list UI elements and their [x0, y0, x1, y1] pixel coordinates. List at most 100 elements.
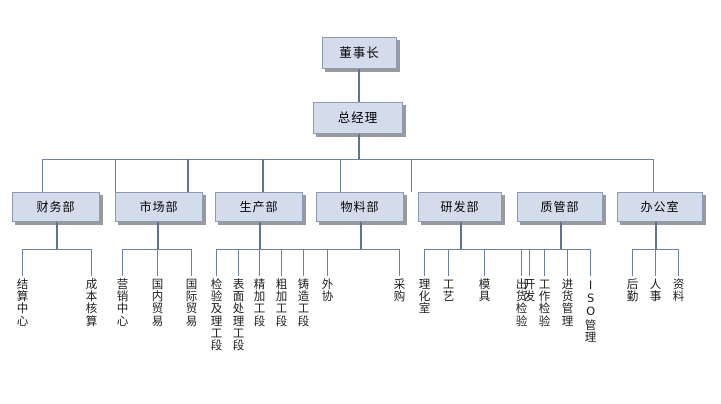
connector-bus-to-finance — [42, 159, 43, 192]
bus-quality-children — [521, 249, 591, 250]
leaf-label-char: 资 — [672, 277, 685, 291]
leaf-label-char: 段 — [210, 337, 223, 352]
node-department-market[interactable]: 市场部 — [115, 192, 203, 222]
connector-market-child-1 — [122, 249, 123, 276]
node-department-material-label: 物料部 — [340, 200, 380, 214]
leaf-casting-section[interactable]: 铸造工段 — [297, 278, 310, 327]
leaf-purchasing[interactable]: 采购 — [393, 278, 406, 303]
leaf-incoming-material-control[interactable]: 进货管理 — [561, 278, 574, 327]
connector-rnd-child-1 — [424, 249, 425, 276]
connector-production-child-2 — [238, 249, 239, 276]
connector-bus-to-market — [115, 159, 116, 192]
leaf-label-char: 艺 — [442, 289, 455, 304]
connector-bus-to-rnd — [340, 159, 341, 192]
node-department-rnd-label: 研发部 — [440, 200, 480, 214]
connector-market-child-2 — [157, 249, 158, 276]
node-department-office[interactable]: 办公室 — [617, 192, 703, 222]
leaf-development[interactable]: 开发 — [523, 278, 536, 304]
leaf-label-char: 内 — [151, 289, 164, 304]
leaf-label-char: 精 — [253, 277, 266, 291]
leaf-label-char: 理 — [561, 313, 574, 328]
leaf-label-char: 粗 — [275, 277, 288, 291]
leaf-label-char: 工 — [253, 301, 266, 316]
leaf-label-char: 铸 — [297, 277, 310, 291]
leaf-label-char: 段 — [253, 313, 266, 328]
leaf-label-char: 中 — [16, 301, 29, 316]
leaf-label-char: 及 — [210, 301, 223, 316]
leaf-in-process-inspection[interactable]: 工作检验 — [538, 278, 551, 327]
connector-office-drop — [655, 222, 657, 250]
node-chairman-label: 董事长 — [339, 44, 380, 60]
leaf-label-char: 心 — [16, 313, 29, 328]
leaf-label-char: 面 — [232, 289, 245, 304]
leaf-label-char: 协 — [321, 289, 334, 304]
bus-finance-children — [22, 249, 92, 250]
leaf-label-char: 理 — [232, 313, 245, 328]
leaf-label-char: 工 — [297, 301, 310, 316]
node-department-production[interactable]: 生产部 — [215, 192, 303, 222]
leaf-label-char: 销 — [116, 289, 129, 304]
bus-rnd-children — [424, 249, 530, 250]
node-department-rnd[interactable]: 研发部 — [418, 192, 502, 222]
connector-quality-child-2 — [544, 249, 545, 276]
leaf-outgoing-inspection[interactable]: 出货检验 — [515, 278, 528, 327]
node-department-finance[interactable]: 财务部 — [12, 192, 100, 222]
connector-bus-to-office — [653, 159, 654, 192]
leaf-label-char: 事 — [649, 289, 662, 304]
leaf-label-char: 模 — [478, 277, 491, 291]
leaf-label-char: 加 — [275, 289, 288, 304]
leaf-label-char: 后 — [626, 277, 639, 291]
leaf-label-char: 外 — [321, 277, 334, 291]
connector-quality-child-1 — [521, 249, 522, 276]
leaf-inspection-section[interactable]: 检验及理工段 — [210, 278, 223, 351]
leaf-physics-chemistry-lab[interactable]: 理化室 — [418, 278, 431, 315]
connector-material-child-2 — [399, 249, 400, 276]
node-chairman[interactable]: 董事长 — [322, 37, 397, 69]
node-department-finance-label: 财务部 — [36, 200, 76, 214]
leaf-process-engineering[interactable]: 工艺 — [442, 278, 455, 304]
connector-rnd-child-4 — [529, 249, 530, 276]
leaf-label-char: 具 — [478, 289, 491, 304]
leaf-label-char: 货 — [515, 289, 528, 304]
leaf-label-char: 营 — [116, 277, 129, 291]
leaf-finish-machining-section[interactable]: 精加工段 — [253, 278, 266, 327]
connector-finance-child-1 — [22, 249, 23, 276]
node-department-material[interactable]: 物料部 — [316, 192, 404, 222]
leaf-cost-accounting[interactable]: 成本核算 — [85, 278, 98, 327]
leaf-tooling[interactable]: 模具 — [478, 277, 491, 304]
leaf-label-char: 算 — [85, 313, 98, 328]
leaf-label-char: 验 — [538, 313, 551, 328]
connector-production-child-5 — [303, 249, 304, 276]
node-department-quality[interactable]: 质管部 — [517, 192, 603, 222]
connector-finance-drop — [56, 222, 58, 250]
leaf-international-trade[interactable]: 国际贸易 — [185, 278, 198, 327]
leaf-label-char: 验 — [210, 289, 223, 304]
leaf-label-char: 加 — [253, 289, 266, 304]
leaf-label-char: 发 — [523, 289, 536, 304]
node-department-market-label: 市场部 — [139, 200, 179, 214]
leaf-sales-center[interactable]: 营销中心 — [116, 278, 129, 327]
leaf-human-resources[interactable]: 人事 — [649, 278, 662, 304]
connector-bus-to-production — [187, 159, 189, 192]
connector-bus-to-material — [262, 159, 264, 192]
node-department-quality-label: 质管部 — [540, 200, 580, 214]
node-department-office-label: 办公室 — [640, 200, 680, 214]
leaf-documentation[interactable]: 资料 — [672, 277, 685, 303]
connector-market-child-3 — [191, 249, 192, 276]
leaf-label-char: 管 — [561, 301, 574, 316]
leaf-surface-treatment-section[interactable]: 表面处理工段 — [232, 278, 245, 351]
leaf-label-char: 工 — [275, 301, 288, 316]
leaf-label-char: 作 — [538, 289, 551, 304]
leaf-label-char: 化 — [418, 289, 431, 304]
leaf-rough-machining-section[interactable]: 粗加工段 — [275, 278, 288, 327]
leaf-label-char: 结 — [16, 277, 29, 291]
node-general-manager[interactable]: 总经理 — [313, 102, 403, 134]
leaf-label-char: 表 — [232, 277, 245, 291]
leaf-label-char: 际 — [185, 289, 198, 304]
leaf-settlement-center[interactable]: 结算中心 — [16, 278, 29, 327]
leaf-label-char: 本 — [85, 289, 98, 304]
leaf-outsourcing[interactable]: 外协 — [321, 277, 334, 304]
leaf-domestic-trade[interactable]: 国内贸易 — [151, 278, 164, 327]
leaf-logistics[interactable]: 后勤 — [626, 277, 639, 303]
